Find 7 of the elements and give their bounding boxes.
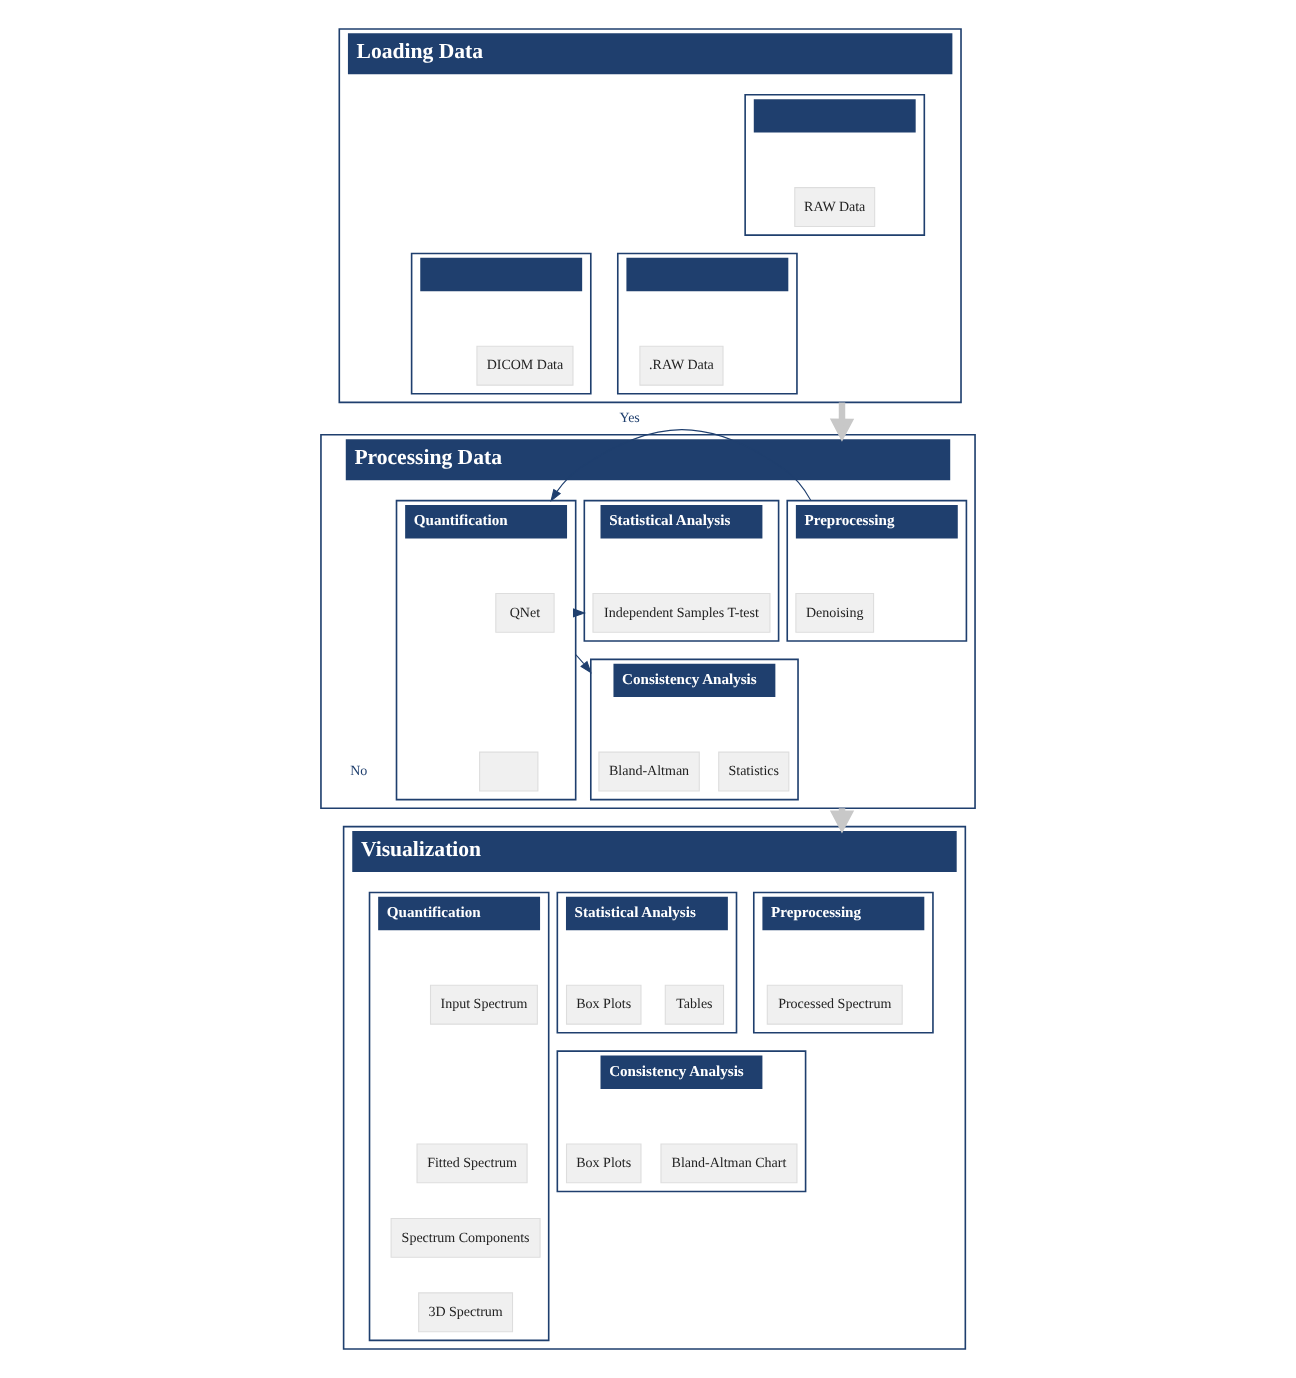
arrow: [575, 654, 592, 674]
node-box: [479, 751, 539, 792]
arrow: [550, 429, 812, 503]
arrow: [829, 402, 855, 442]
cluster: [744, 94, 926, 236]
cluster: [616, 252, 798, 395]
cluster: [410, 252, 592, 395]
